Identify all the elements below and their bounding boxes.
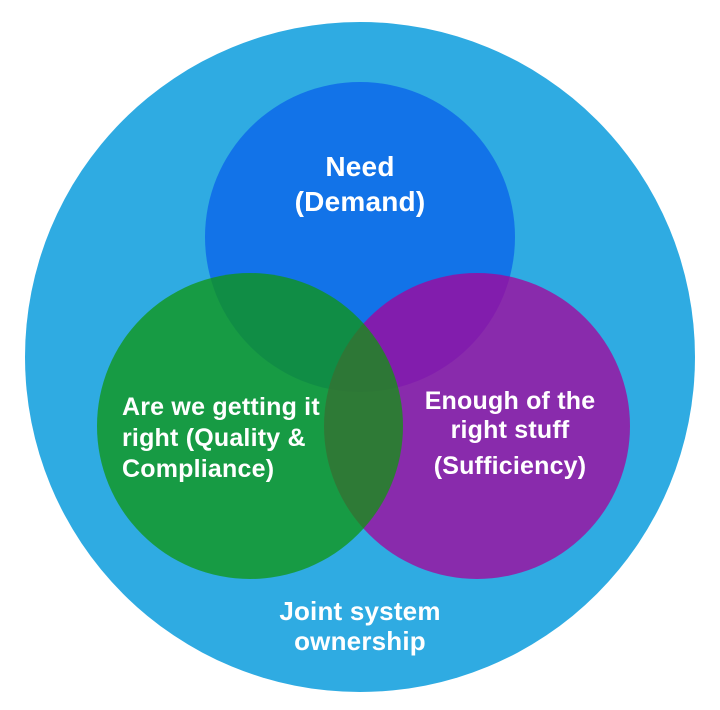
need-label-line-2: (Demand) xyxy=(294,186,426,217)
joint-label-line-2: ownership xyxy=(294,626,426,656)
need-demand-label: Need (Demand) xyxy=(0,149,720,219)
sufficiency-circle xyxy=(324,273,630,579)
joint-system-ownership-label: Joint system ownership xyxy=(0,596,720,656)
sufficiency-label-line-2: right stuff xyxy=(450,416,570,444)
joint-label-line-1: Joint system xyxy=(279,596,441,626)
quality-label-line-3: Compliance) xyxy=(122,455,275,483)
quality-label-line-1: Are we getting it xyxy=(122,393,320,421)
sufficiency-label: Enough of the right stuff (Sufficiency) xyxy=(405,387,615,481)
quality-compliance-label: Are we getting it right (Quality & Compl… xyxy=(122,392,337,485)
quality-compliance-circle xyxy=(97,273,403,579)
sufficiency-label-line-1: Enough of the xyxy=(424,387,596,415)
need-label-line-1: Need xyxy=(325,151,395,182)
sufficiency-label-line-3: (Sufficiency) xyxy=(433,452,587,480)
quality-label-line-2: right (Quality & xyxy=(122,424,306,452)
